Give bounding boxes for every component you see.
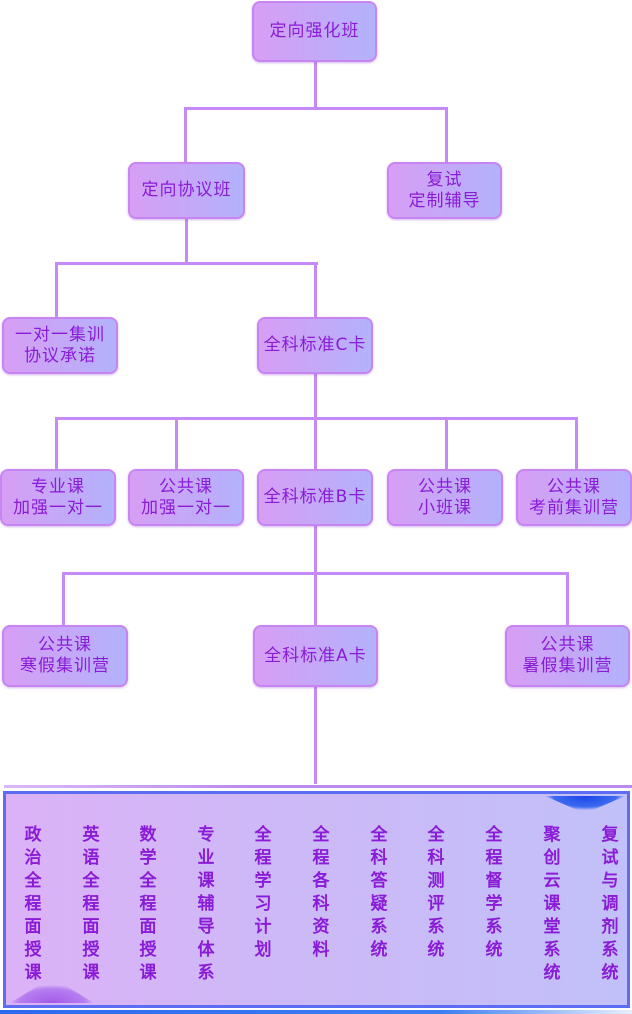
node-label-line1: 专业课 bbox=[31, 476, 85, 497]
node-gonggong-jiaqiang[interactable]: 公共课 加强一对一 bbox=[128, 469, 244, 526]
node-quanke-b-card[interactable]: 全科标准B卡 bbox=[257, 469, 373, 526]
connector-level4-bar bbox=[62, 572, 569, 575]
panel-bottom-divider bbox=[0, 1010, 632, 1014]
connector-to-shujia bbox=[566, 572, 569, 626]
node-label-line1: 复试 bbox=[426, 169, 463, 190]
service-item-yingyu[interactable]: 英语全程面授课 bbox=[82, 825, 100, 983]
connector-to-yiduiyi bbox=[55, 262, 58, 318]
node-label: 全科标准C卡 bbox=[263, 335, 367, 355]
node-label-line1: 公共课 bbox=[547, 476, 601, 497]
connector-to-c-card bbox=[314, 262, 317, 318]
panel-top-divider bbox=[4, 785, 632, 788]
node-label-line2: 加强一对一 bbox=[13, 497, 103, 518]
services-panel: 政治全程面授课 英语全程面授课 数学全程面授课 专业课辅导体系 全程学习计划 全… bbox=[3, 791, 630, 1008]
service-item-shuxue[interactable]: 数学全程面授课 bbox=[139, 825, 157, 983]
node-label: 全科标准A卡 bbox=[264, 645, 367, 666]
connector-root-down bbox=[314, 62, 317, 108]
node-label-line2: 暑假集训营 bbox=[522, 656, 613, 676]
node-label-line2: 寒假集训营 bbox=[20, 656, 110, 676]
service-item-geke-ziliao[interactable]: 全程各科资料 bbox=[312, 825, 330, 960]
connector-level2-bar bbox=[55, 262, 318, 265]
node-gonggong-xiaoban[interactable]: 公共课 小班课 bbox=[387, 469, 503, 526]
node-gonggong-shujia[interactable]: 公共课 暑假集训营 bbox=[505, 625, 630, 687]
connector-c-card-down bbox=[314, 373, 317, 419]
service-item-zhengzhi[interactable]: 政治全程面授课 bbox=[24, 825, 42, 983]
service-item-yunketang[interactable]: 聚创云课堂系统 bbox=[543, 825, 561, 983]
node-quanke-c-card[interactable]: 全科标准C卡 bbox=[257, 317, 373, 374]
node-label: 全科标准B卡 bbox=[263, 487, 367, 507]
service-item-ceping-xitong[interactable]: 全科测评系统 bbox=[427, 825, 445, 960]
node-label-line1: 公共课 bbox=[418, 476, 472, 497]
connector-to-xiaoban bbox=[445, 417, 448, 470]
node-label-line2: 协议承诺 bbox=[24, 345, 96, 366]
node-gonggong-hanjia[interactable]: 公共课 寒假集训营 bbox=[2, 625, 128, 687]
node-label-line1: 公共课 bbox=[540, 635, 595, 655]
service-item-fushi-tiaoji[interactable]: 复试与调剂系统 bbox=[601, 825, 619, 983]
node-label-line2: 定制辅导 bbox=[408, 190, 481, 211]
connector-a-card-down bbox=[314, 686, 317, 784]
node-label: 定向协议班 bbox=[141, 180, 232, 200]
node-fushi-dingzhi[interactable]: 复试 定制辅导 bbox=[387, 162, 502, 219]
node-label-line1: 一对一集训 bbox=[15, 324, 105, 345]
connector-to-kaoqian bbox=[575, 417, 578, 470]
connector-to-gonggong-jiaqiang bbox=[175, 417, 178, 470]
node-yiduiyi-jixun[interactable]: 一对一集训 协议承诺 bbox=[2, 317, 118, 374]
connector-to-b-card bbox=[314, 417, 317, 470]
connector-to-fushi bbox=[445, 107, 448, 163]
service-item-zhuanyeke[interactable]: 专业课辅导体系 bbox=[197, 825, 215, 983]
service-item-duxue-xitong[interactable]: 全程督学系统 bbox=[485, 825, 503, 960]
connector-to-zhuanye bbox=[55, 417, 58, 470]
node-label: 定向强化班 bbox=[269, 21, 360, 41]
node-gonggong-kaoqian[interactable]: 公共课 考前集训营 bbox=[516, 469, 632, 526]
service-item-dayi-xitong[interactable]: 全科答疑系统 bbox=[370, 825, 388, 960]
connector-to-dingxiang-xieyi bbox=[184, 107, 187, 163]
node-label-line2: 小班课 bbox=[418, 497, 472, 518]
connector-b-card-down bbox=[314, 526, 317, 626]
node-dingxiang-xieyi[interactable]: 定向协议班 bbox=[128, 162, 245, 219]
node-zhuanye-jiaqiang[interactable]: 专业课 加强一对一 bbox=[0, 469, 116, 526]
node-label-line2: 加强一对一 bbox=[141, 497, 231, 518]
service-item-xuexi-jihua[interactable]: 全程学习计划 bbox=[254, 825, 272, 960]
connector-level1-bar bbox=[184, 107, 448, 110]
node-label-line2: 考前集训营 bbox=[529, 497, 619, 518]
node-dingxiang-qianghua[interactable]: 定向强化班 bbox=[252, 1, 377, 62]
decorative-wave-bottom-left bbox=[10, 985, 94, 1003]
decorative-wave-top-right bbox=[545, 796, 625, 810]
node-label-line1: 公共课 bbox=[38, 635, 92, 655]
node-label-line1: 公共课 bbox=[159, 476, 213, 497]
node-quanke-a-card[interactable]: 全科标准A卡 bbox=[253, 625, 378, 687]
connector-to-hanjia bbox=[62, 572, 65, 626]
connector-xieyi-down bbox=[185, 218, 188, 264]
